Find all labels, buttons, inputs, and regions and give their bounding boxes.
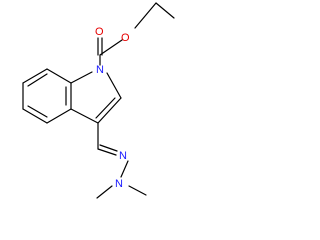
atom-o-ester: O <box>121 32 130 44</box>
bond-c7a-n1 <box>70 71 93 84</box>
bond-c2-c3 <box>97 97 122 124</box>
bond-n-imine-n-amine <box>120 160 129 178</box>
molecule-structure: N O O N N <box>22 2 175 199</box>
bond-ethyl-ch2-o <box>134 2 157 29</box>
bond-c7a-c7 <box>46 68 72 84</box>
bond-ester-o-carbonyl-c <box>99 39 123 56</box>
bond-ch-n-imine-a <box>97 148 117 156</box>
bond-c4-c3a <box>46 108 72 124</box>
bond-c5-c4 <box>22 108 48 124</box>
bond-c5-c4-inner <box>27 105 48 118</box>
atom-n-amine: N <box>115 178 123 190</box>
bond-c3-c3a <box>70 108 99 124</box>
bond-n-amine-methyl-left <box>96 185 113 199</box>
bond-ethyl-ch3-ch2 <box>155 2 175 19</box>
bond-n1-c2 <box>106 72 122 99</box>
atom-o-carbonyl: O <box>95 26 104 38</box>
bond-ch-n-imine-b <box>99 144 118 152</box>
bond-n-amine-methyl-right <box>128 185 147 196</box>
bond-c7-c6-inner <box>27 73 48 87</box>
bond-c7-c6 <box>22 68 48 84</box>
atom-n1: N <box>96 64 104 76</box>
atom-n-imine: N <box>119 150 127 162</box>
bond-c2-c3-inner <box>95 97 116 119</box>
